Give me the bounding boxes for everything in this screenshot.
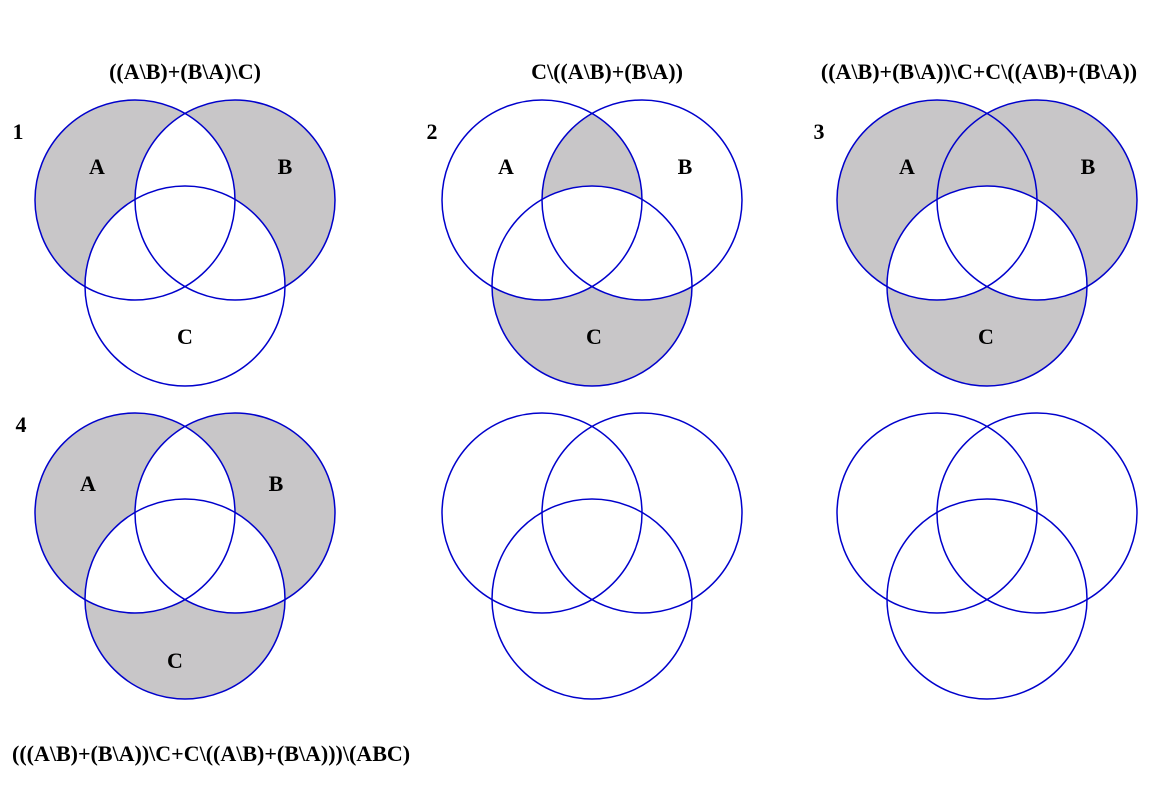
circle-c [491,498,693,700]
venn-circles [836,412,1138,700]
set-label-c: C [177,324,193,349]
panel-title: C\((A\B)+(B\A)) [531,59,683,84]
venn-circles [836,99,1138,387]
bottom-formula: (((A\B)+(B\A))\C+C\((A\B)+(B\A)))\(ABC) [12,741,410,766]
panel-number: 3 [814,119,825,144]
panel-title: ((A\B)+(B\A))\C+C\((A\B)+(B\A)) [821,59,1137,84]
set-label-a: A [899,154,915,179]
venn-panel-6 [836,412,1138,700]
venn-circles [34,412,336,700]
circle-c [491,185,693,387]
set-label-c: C [167,648,183,673]
venn-circles [441,99,743,387]
venn-panel-3: ((A\B)+(B\A))\C+C\((A\B)+(B\A)) 3 A B C [814,59,1138,387]
circle-c [886,185,1088,387]
set-label-b: B [678,154,693,179]
venn-panel-2: C\((A\B)+(B\A)) 2 A B C [427,59,743,387]
venn-panel-1: ((A\B)+(B\A)\C) 1 A B C [13,59,336,387]
circle-c [84,185,286,387]
set-label-a: A [80,471,96,496]
set-label-a: A [89,154,105,179]
venn-circles [441,412,743,700]
panel-number: 4 [16,412,27,437]
panel-number: 1 [13,119,24,144]
circle-c [84,498,286,700]
circle-c [886,498,1088,700]
panel-title: ((A\B)+(B\A)\C) [109,59,261,84]
venn-panel-4: 4 A B C [16,412,336,700]
set-label-a: A [498,154,514,179]
venn-panel-5 [441,412,743,700]
shaded-regions [35,100,335,300]
panel-number: 2 [427,119,438,144]
set-label-c: C [586,324,602,349]
set-label-b: B [1081,154,1096,179]
set-label-b: B [278,154,293,179]
shaded-regions [35,413,335,699]
set-label-c: C [978,324,994,349]
set-label-b: B [269,471,284,496]
venn-circles [34,99,336,387]
shaded-regions [492,100,692,386]
